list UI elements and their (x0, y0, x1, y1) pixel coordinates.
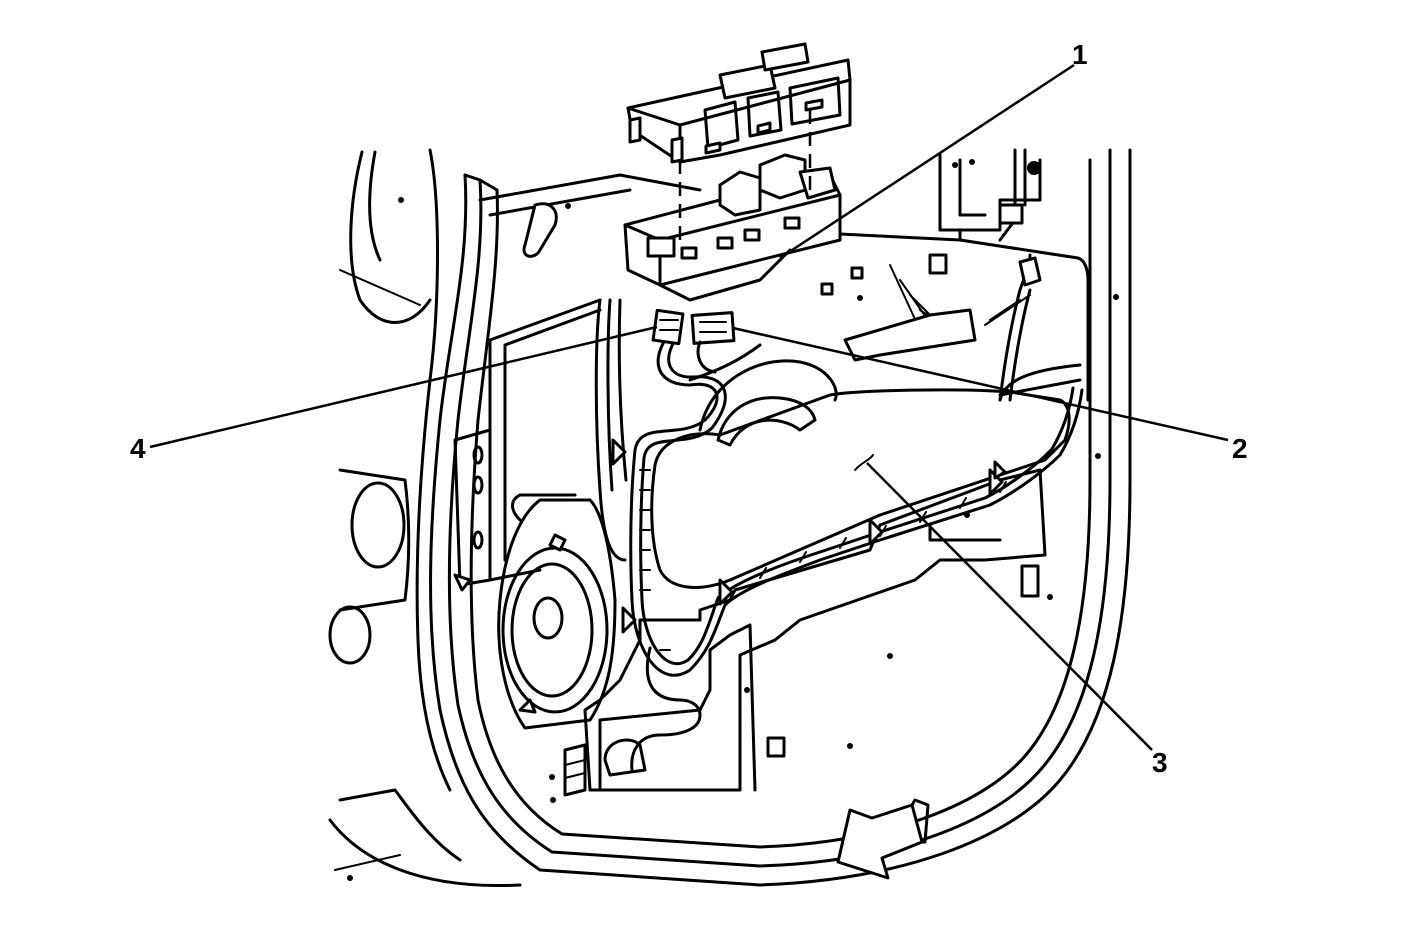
inner-panel (453, 148, 1090, 797)
forward-arrow-icon (836, 798, 930, 880)
door-speaker (497, 493, 617, 730)
leader-lines (149, 63, 1229, 751)
leader-line-1 (779, 63, 1075, 260)
connector-left (651, 308, 685, 346)
vertical-trim (594, 298, 628, 562)
exploded-guide-lines (678, 110, 812, 245)
leader-line-3 (866, 462, 1153, 751)
switch-bezel (626, 42, 852, 164)
door-frame (429, 148, 1132, 887)
leader-line-4 (149, 325, 658, 449)
callout-1: 1 (1072, 39, 1088, 70)
callout-4: 4 (130, 433, 146, 464)
vehicle-body (328, 148, 522, 888)
connector-right (690, 311, 736, 374)
window-switch (623, 153, 842, 302)
callout-2: 2 (1232, 433, 1248, 464)
leader-line-2 (732, 326, 1229, 442)
callout-3: 3 (1152, 747, 1168, 778)
wiring-harness (611, 253, 1084, 772)
